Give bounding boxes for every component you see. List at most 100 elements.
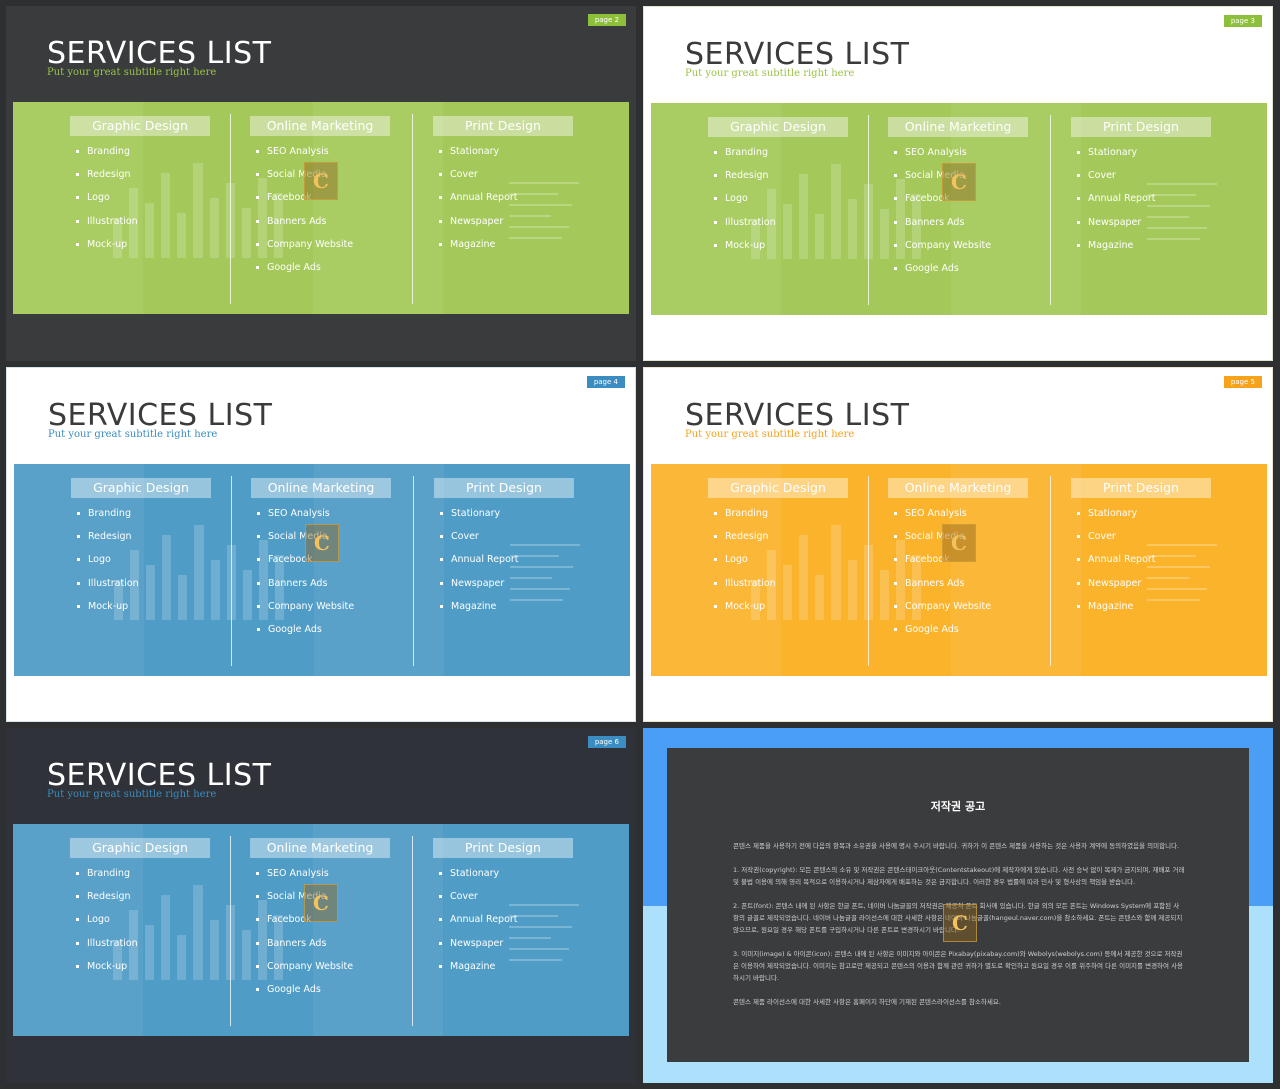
background-bar — [847, 560, 857, 620]
background-bar — [911, 555, 922, 620]
page-number-badge: page 4 — [586, 376, 625, 388]
service-list-item: Illustration — [714, 211, 848, 234]
service-column-heading: Online Marketing — [888, 478, 1028, 498]
service-list-item: Facebook — [256, 908, 390, 931]
background-bar — [751, 219, 761, 259]
background-bar — [242, 570, 252, 620]
service-list-item: Banners Ads — [257, 572, 391, 595]
service-list-item: Banners Ads — [894, 211, 1028, 234]
background-bar — [258, 540, 268, 620]
slide-subtitle: Put your great subtitle right here — [48, 429, 218, 440]
service-list-item: Social Media — [894, 525, 1028, 548]
background-bar — [145, 925, 155, 980]
service-list-item: SEO Analysis — [256, 862, 390, 885]
background-lines-decoration — [1147, 183, 1217, 249]
background-bar — [161, 895, 171, 980]
background-bar — [751, 580, 761, 620]
service-list-item: Company Website — [257, 595, 391, 618]
notice-paragraph: 콘텐스 제품을 사용하기 전에 다음의 항목과 소유권을 사용에 명시 주시기 … — [733, 842, 1180, 850]
service-column-heading: Graphic Design — [708, 117, 848, 137]
background-bar — [799, 174, 809, 259]
background-line — [1147, 183, 1217, 185]
background-shade — [951, 464, 1081, 676]
background-line — [509, 926, 572, 928]
service-column-heading: Online Marketing — [888, 117, 1028, 137]
notice-paragraph: 3. 이미지(image) & 아이콘(icon): 콘텐스 내에 된 사항은 … — [733, 950, 1184, 982]
background-line — [1147, 566, 1210, 568]
service-column-heading: Online Marketing — [250, 838, 390, 858]
background-bar — [783, 565, 793, 620]
background-bar — [193, 163, 203, 258]
slide-page-6[interactable]: page 6 SERVICES LIST Put your great subt… — [6, 728, 636, 1083]
service-list-item: Redesign — [714, 525, 848, 548]
background-shade — [313, 824, 443, 1036]
slide-copyright-notice[interactable]: 저작권 공고 콘텐스 제품을 사용하기 전에 다음의 항목과 소유권을 사용에 … — [643, 728, 1273, 1083]
service-list-item: Magazine — [439, 955, 573, 978]
slide-page-4[interactable]: page 4 SERVICES LIST Put your great subt… — [6, 367, 636, 722]
service-list-item: Illustration — [76, 932, 210, 955]
service-list-item: Banners Ads — [894, 572, 1028, 595]
service-list-item: Company Website — [256, 233, 390, 256]
background-line — [510, 566, 573, 568]
background-bar — [209, 198, 219, 258]
service-list-item: Logo — [76, 908, 210, 931]
slide-page-3[interactable]: page 3 SERVICES LIST Put your great subt… — [643, 6, 1273, 361]
service-list-item: Newspaper — [440, 572, 574, 595]
background-line — [1147, 599, 1200, 601]
slide-page-2[interactable]: page 2 SERVICES LIST Put your great subt… — [6, 6, 636, 361]
background-line — [1147, 555, 1196, 557]
service-list-item: Newspaper — [1077, 572, 1211, 595]
service-list-item: Branding — [714, 141, 848, 164]
background-shade — [13, 824, 143, 1036]
slide-page-5[interactable]: page 5 SERVICES LIST Put your great subt… — [643, 367, 1273, 722]
slide-subtitle: Put your great subtitle right here — [685, 429, 855, 440]
service-list-item: Magazine — [1077, 595, 1211, 618]
background-lines-decoration — [509, 182, 579, 248]
background-line — [1147, 227, 1207, 229]
background-shade — [651, 103, 781, 315]
service-list-item: Redesign — [76, 163, 210, 186]
background-shade — [951, 103, 1081, 315]
column-divider — [231, 476, 232, 666]
slide-title: SERVICES LIST — [47, 36, 272, 71]
service-list-item: Google Ads — [257, 618, 391, 641]
background-bar — [146, 565, 156, 620]
service-list-item: Social Media — [894, 164, 1028, 187]
slide-subtitle: Put your great subtitle right here — [47, 789, 217, 800]
service-list-item: Redesign — [77, 525, 211, 548]
service-list-item: Magazine — [439, 233, 573, 256]
background-bar — [783, 204, 793, 259]
background-lines-decoration — [509, 904, 579, 970]
column-divider — [868, 476, 869, 666]
background-line — [509, 237, 562, 239]
service-column-heading: Print Design — [433, 838, 573, 858]
column-divider — [230, 836, 231, 1026]
service-list-item: Company Website — [894, 234, 1028, 257]
service-list-item: Mock-up — [76, 955, 210, 978]
service-list-item: Newspaper — [439, 210, 573, 233]
watermark-logo: C — [942, 163, 976, 201]
background-line — [509, 937, 551, 939]
background-line — [1147, 194, 1196, 196]
service-list-item: Stationary — [1077, 502, 1211, 525]
column-divider — [230, 114, 231, 304]
page-number-badge: page 6 — [587, 736, 626, 748]
background-bar — [767, 189, 777, 259]
background-shade — [14, 464, 144, 676]
service-list-item: SEO Analysis — [256, 140, 390, 163]
service-list-item: Stationary — [439, 140, 573, 163]
